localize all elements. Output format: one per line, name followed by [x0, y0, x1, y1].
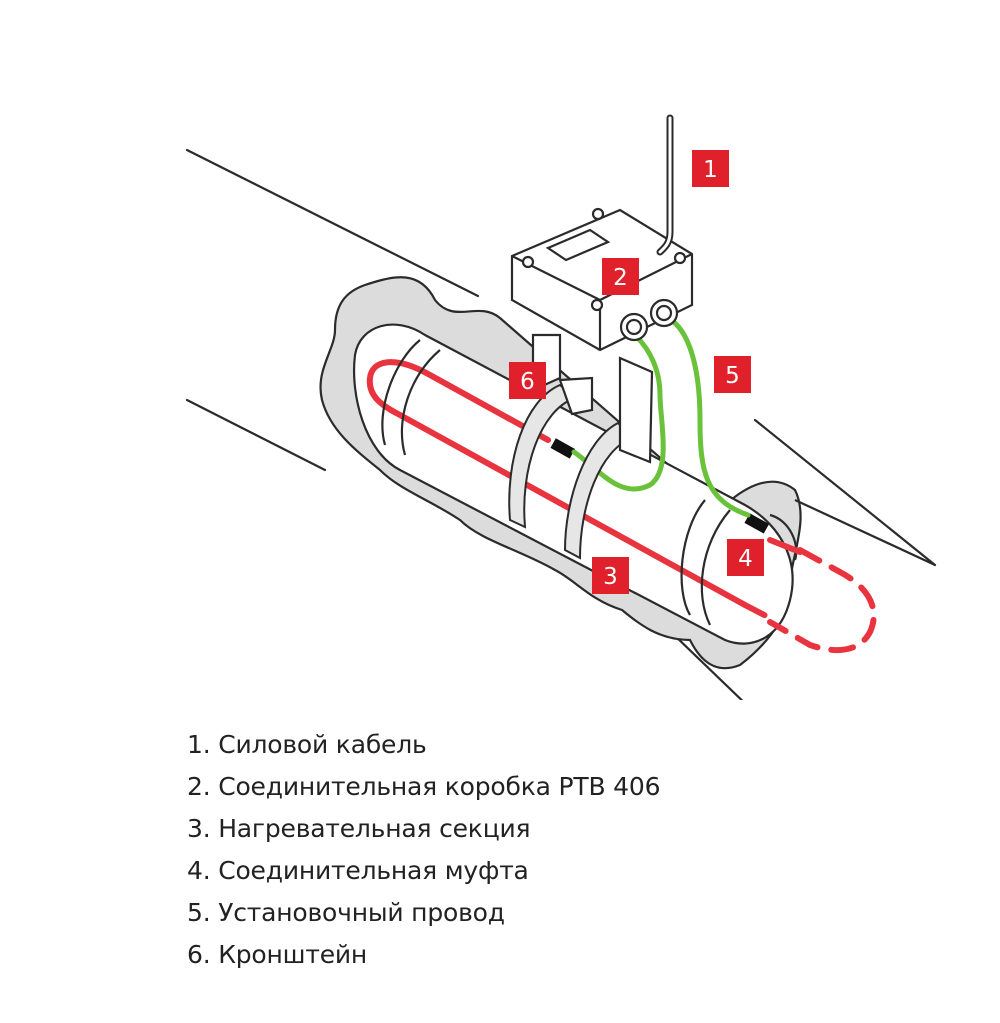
- marker-3: 3: [592, 557, 629, 594]
- svg-text:6: 6: [520, 369, 535, 395]
- legend-item: 4. Соединительная муфта: [187, 856, 529, 885]
- legend-item: 3. Нагревательная секция: [187, 814, 531, 843]
- pipe-rings: [381, 339, 731, 626]
- legend: 1. Силовой кабель 2. Соединительная коро…: [187, 724, 660, 976]
- coupling-sleeve-1: [550, 438, 576, 459]
- marker-5: 5: [714, 356, 751, 393]
- marker-6: 6: [509, 362, 546, 399]
- svg-text:5: 5: [725, 363, 740, 389]
- legend-item: 1. Силовой кабель: [187, 730, 427, 759]
- marker-2: 2: [602, 258, 639, 295]
- heating-section: [366, 359, 877, 654]
- svg-text:2: 2: [613, 265, 628, 291]
- legend-item: 5. Установочный провод: [187, 898, 505, 927]
- pipe-heating-diagram: 1 2 3 4 5 6: [185, 114, 937, 700]
- legend-item: 2. Соединительная коробка PTB 406: [187, 772, 661, 801]
- bracket: [531, 333, 654, 464]
- svg-text:3: 3: [603, 564, 618, 590]
- svg-text:4: 4: [738, 546, 753, 572]
- marker-1: 1: [692, 150, 729, 187]
- legend-item: 6. Кронштейн: [187, 940, 368, 969]
- marker-4: 4: [727, 539, 764, 576]
- svg-text:1: 1: [703, 157, 718, 183]
- coupling-sleeve-2: [744, 513, 770, 534]
- pipe-right-edge: [794, 499, 936, 566]
- installation-wires: [571, 315, 751, 518]
